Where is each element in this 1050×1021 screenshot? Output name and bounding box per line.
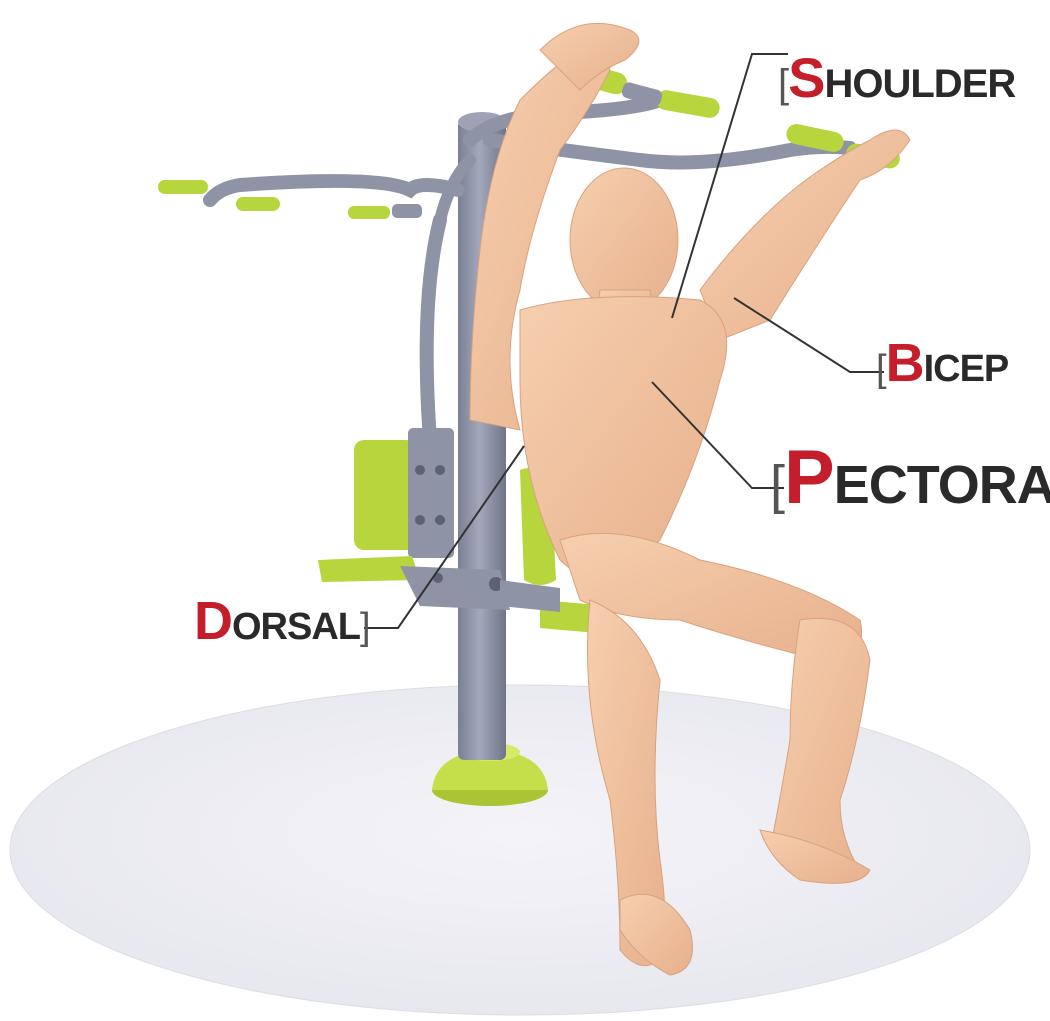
ground-disc [10,685,1030,1015]
label-shoulder-text: HOULDER [824,62,1015,106]
label-dorsal-initial: D [194,591,232,651]
label-pectoral: [PECTORAL [770,440,1050,516]
label-bicep-initial: B [886,333,924,393]
label-shoulder: [SHOULDER [778,50,1015,106]
label-pectoral-initial: P [784,435,834,520]
label-pectoral-text: ECTORAL [834,455,1050,515]
label-dorsal-text: ORSAL [232,606,360,648]
label-bicep: [BICEP [876,336,1008,390]
label-dorsal: DORSAL] [194,594,370,648]
label-bicep-text: ICEP [924,348,1009,390]
label-shoulder-initial: S [788,46,824,109]
